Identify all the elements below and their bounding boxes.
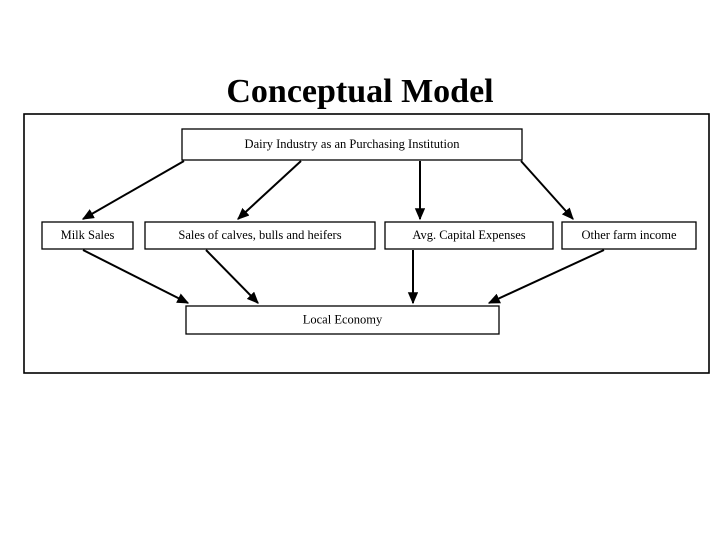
- flow-arrow-dairy-industry-to-sales-of-calves: [237, 160, 302, 220]
- node-other-farm-income[interactable]: Other farm income: [561, 221, 697, 250]
- node-box-avg-capital-expenses[interactable]: [384, 221, 554, 250]
- node-label-milk-sales: Milk Sales: [61, 228, 115, 242]
- flow-arrow-other-farm-income-to-local-economy: [487, 249, 605, 304]
- page-title: Conceptual Model: [226, 73, 494, 110]
- node-box-other-farm-income[interactable]: [561, 221, 697, 250]
- flow-arrow-sales-of-calves-to-local-economy: [205, 249, 259, 304]
- node-label-avg-capital-expenses: Avg. Capital Expenses: [412, 228, 525, 242]
- flow-arrow-milk-sales-to-local-economy: [82, 249, 190, 304]
- node-box-milk-sales[interactable]: [41, 221, 134, 250]
- node-layer: Dairy Industry as an Purchasing Institut…: [41, 128, 697, 335]
- flow-arrow-dairy-industry-to-other-farm-income: [520, 160, 574, 220]
- node-label-local-economy: Local Economy: [303, 312, 383, 326]
- node-avg-capital-expenses[interactable]: Avg. Capital Expenses: [384, 221, 554, 250]
- node-local-economy[interactable]: Local Economy: [185, 305, 500, 335]
- node-label-other-farm-income: Other farm income: [581, 228, 677, 242]
- node-label-dairy-industry: Dairy Industry as an Purchasing Institut…: [245, 137, 461, 151]
- node-milk-sales[interactable]: Milk Sales: [41, 221, 134, 250]
- node-dairy-industry[interactable]: Dairy Industry as an Purchasing Institut…: [181, 128, 523, 161]
- connector-layer: [81, 160, 605, 305]
- node-box-sales-of-calves[interactable]: [144, 221, 376, 250]
- node-label-sales-of-calves: Sales of calves, bulls and heifers: [178, 228, 341, 242]
- node-box-dairy-industry[interactable]: [181, 128, 523, 161]
- flow-arrow-dairy-industry-to-milk-sales: [81, 160, 185, 220]
- node-sales-of-calves[interactable]: Sales of calves, bulls and heifers: [144, 221, 376, 250]
- node-box-local-economy[interactable]: [185, 305, 500, 335]
